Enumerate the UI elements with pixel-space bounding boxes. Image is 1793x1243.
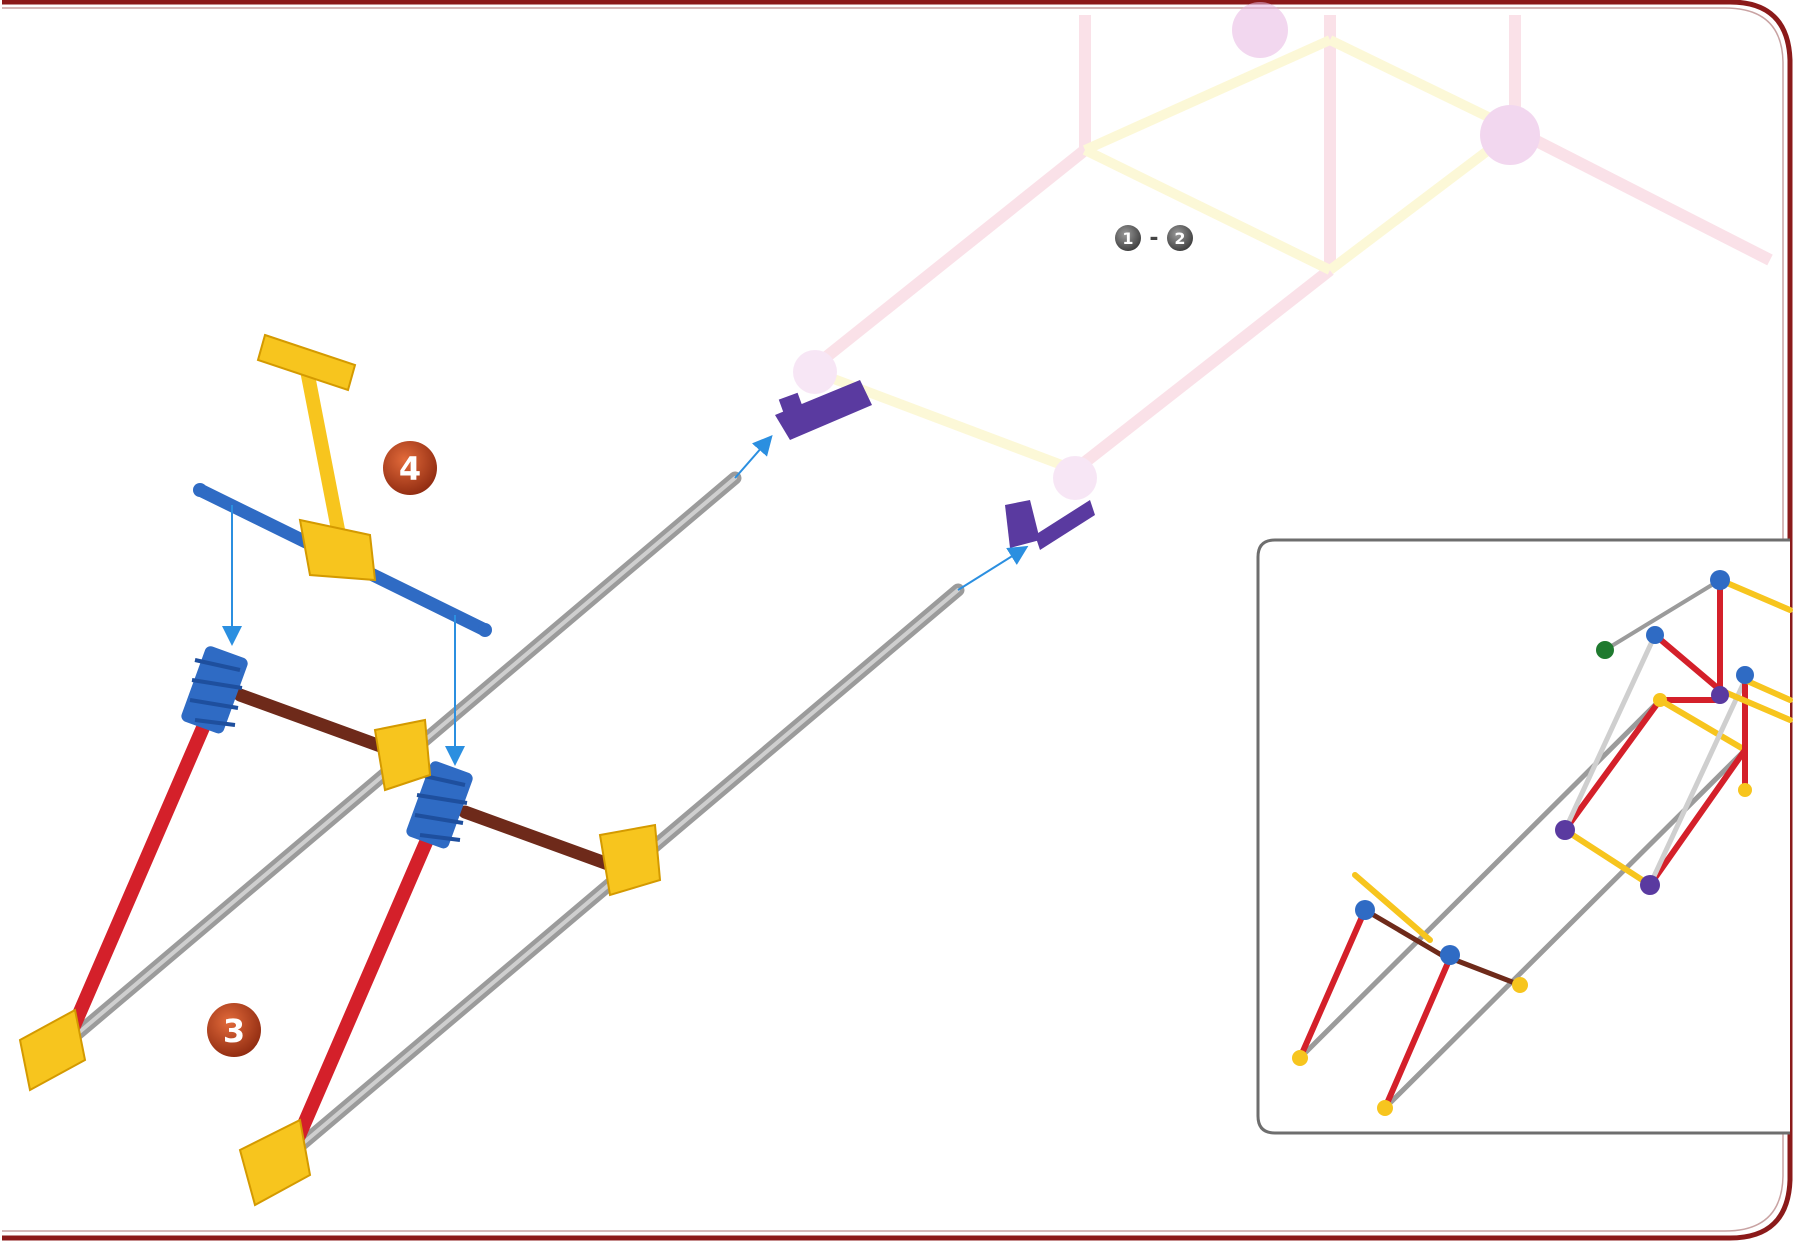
yellow-hub: [256, 333, 377, 582]
blue-connector-lower: [406, 761, 473, 849]
yellow-rod-vertical: [298, 353, 347, 547]
yellow-connectors: [18, 718, 662, 1207]
gray-rods: [63, 471, 965, 1157]
step-badge-3: 3: [207, 1003, 261, 1057]
red-rod-left: [63, 693, 222, 1042]
step-number-4: 4: [399, 450, 421, 488]
brown-rod-lower: [458, 805, 637, 879]
arrow-to-purple-upper: [734, 434, 773, 479]
arrow-to-purple-lower: [957, 545, 1029, 591]
blue-connector-upper: [181, 646, 248, 734]
purple-connector-lower: [1005, 500, 1095, 550]
sequence-to-label: 2: [1174, 229, 1185, 248]
purple-connector-upper: [775, 380, 872, 440]
step-badge-4: 4: [383, 441, 437, 495]
sequence-separator: -: [1149, 226, 1158, 251]
assembly-arrows: [222, 434, 1029, 766]
sequence-badge-to: [1167, 225, 1193, 251]
sequence-from-label: 1: [1122, 229, 1133, 248]
sequence-badge-from: [1115, 225, 1141, 251]
red-rod-right: [288, 803, 447, 1152]
ghost-structure: [793, 2, 1773, 500]
inset-preview: [1256, 538, 1793, 1135]
sequence-marker: 1 - 2: [1115, 225, 1193, 251]
step-number-3: 3: [223, 1012, 245, 1050]
